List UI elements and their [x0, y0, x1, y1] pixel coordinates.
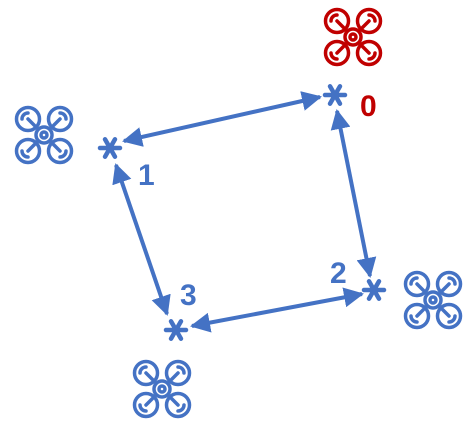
node-label-3: 3 — [180, 279, 197, 312]
asterisk-node-marker-icon — [322, 84, 348, 106]
node-label-0: 0 — [360, 90, 377, 123]
link-2-3 — [190, 287, 364, 333]
node-label-2: 2 — [330, 257, 347, 290]
follower-drone-icon — [132, 359, 192, 419]
node-label-1: 1 — [138, 159, 155, 192]
link-1-3 — [112, 163, 171, 316]
follower-drone-icon — [14, 105, 74, 165]
node-labels-layer: 0 1 2 3 — [138, 90, 377, 312]
follower-drone-icon — [403, 270, 463, 330]
link-0-2 — [330, 109, 377, 278]
leader-drone-icon — [323, 7, 383, 67]
link-0-1 — [122, 91, 322, 147]
links-layer — [112, 91, 377, 333]
drones-layer — [14, 7, 463, 419]
node-markers-layer — [97, 84, 387, 341]
asterisk-node-marker-icon — [361, 279, 387, 301]
asterisk-node-marker-icon — [163, 319, 189, 341]
asterisk-node-marker-icon — [97, 137, 123, 159]
